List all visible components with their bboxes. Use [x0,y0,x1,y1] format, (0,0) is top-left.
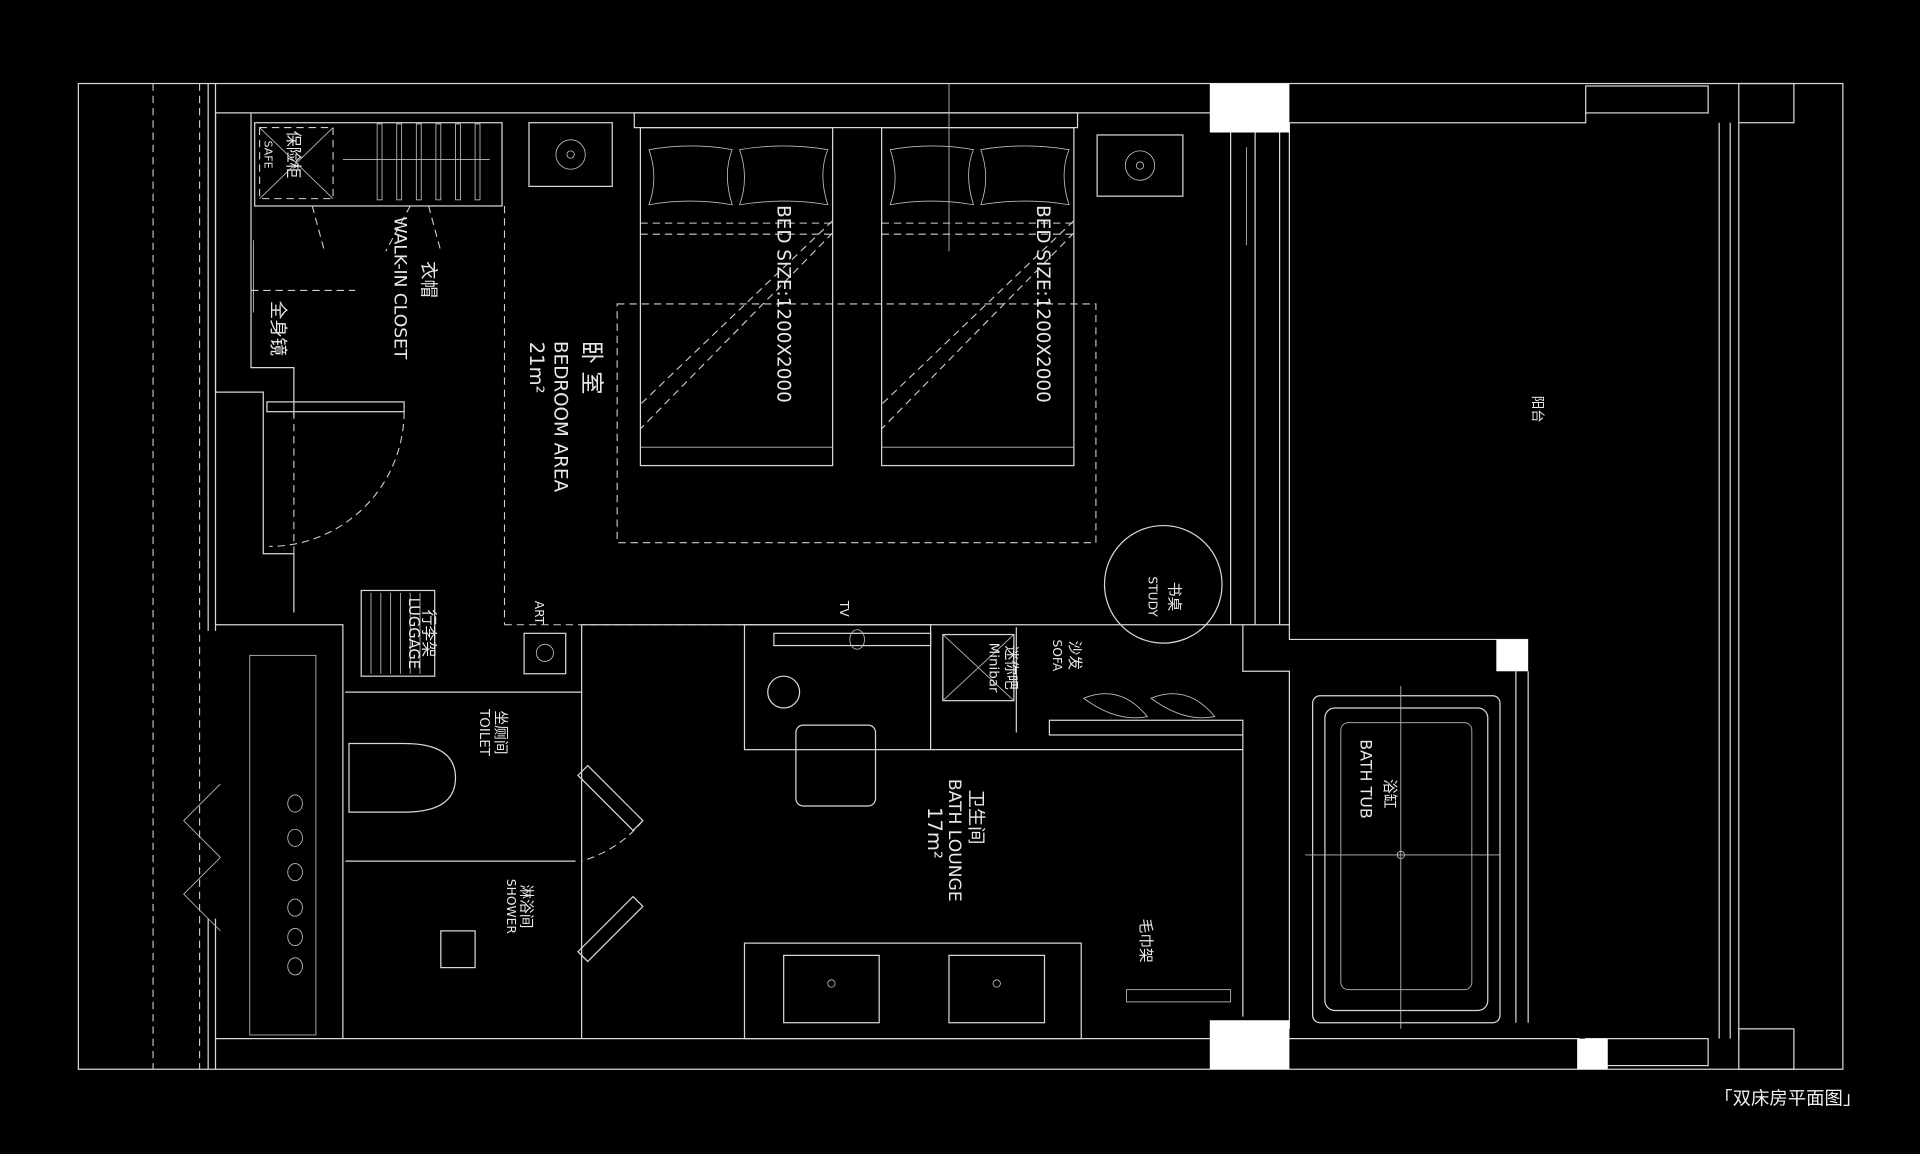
bathtub-label-en: BATH TUB [1356,739,1375,819]
closet-label-en: WALK-IN CLOSET [389,217,409,360]
entry-door [266,205,747,626]
labels: 保险柜 SAFE 衣帽 WALK-IN CLOSET 全身镜 卧 室 BEDRO… [261,131,1861,1110]
beds [616,83,1097,544]
vanity [743,942,1232,1040]
bedroom-label-cn: 卧 室 [578,341,605,395]
sofa-label-cn: 沙发 [1066,641,1083,671]
bed2-size-label: BED SIZE:1200X2000 [1032,205,1053,403]
bath-lounge-label-en: BATH LOUNGE [944,779,964,902]
shower-label-en: SHOWER [504,879,518,934]
bedroom-label-en: BEDROOM AREA [550,341,571,493]
art-label: ART [532,601,546,625]
bathtub [1305,685,1501,1029]
walls [214,82,1795,1070]
columns [1209,83,1608,1070]
sofa-label-en: SOFA [1050,640,1064,672]
bathtub-label-cn: 浴缸 [1381,779,1399,809]
luggage-label-en: LUGGAGE [405,598,422,669]
drawing-title: 「双床房平面图」 [1714,1089,1861,1110]
toilet-label-cn: 坐厕间 [492,710,509,754]
safe-label-en: SAFE [261,141,274,169]
wc-shower [183,654,644,1036]
tv-label: TV [837,600,851,617]
bed1-size-label: BED SIZE:1200X2000 [773,205,794,403]
study-label-en: STUDY [1146,576,1160,617]
balcony-label: 阳台 [1529,396,1545,423]
bedroom-area: 21m² [525,342,548,394]
bath-lounge-label-cn: 卫生间 [965,789,986,844]
nightstands [528,122,1247,246]
walk-in-closet [251,122,503,313]
closet-label-cn: 衣帽 [417,261,438,298]
toilet-label-en: TOILET [476,708,491,757]
shower-label-cn: 淋浴间 [518,884,535,928]
outer-frame [77,82,1844,1070]
tv-desk [743,624,1015,807]
safe-label-cn: 保险柜 [284,131,303,179]
corridor [152,83,217,1070]
luggage-rack [360,589,567,677]
mirror-label: 全身镜 [267,301,288,356]
towel-rack-label: 毛巾架 [1137,919,1154,963]
study-label-cn: 书桌 [1165,582,1182,612]
bath-lounge-area: 17m² [923,807,946,859]
study-and-sofa [930,524,1244,751]
minibar-label-cn: 迷你吧 [1003,646,1020,690]
luggage-label-cn: 行李架 [420,609,439,657]
minibar-label-en: Minibar [985,643,1000,693]
